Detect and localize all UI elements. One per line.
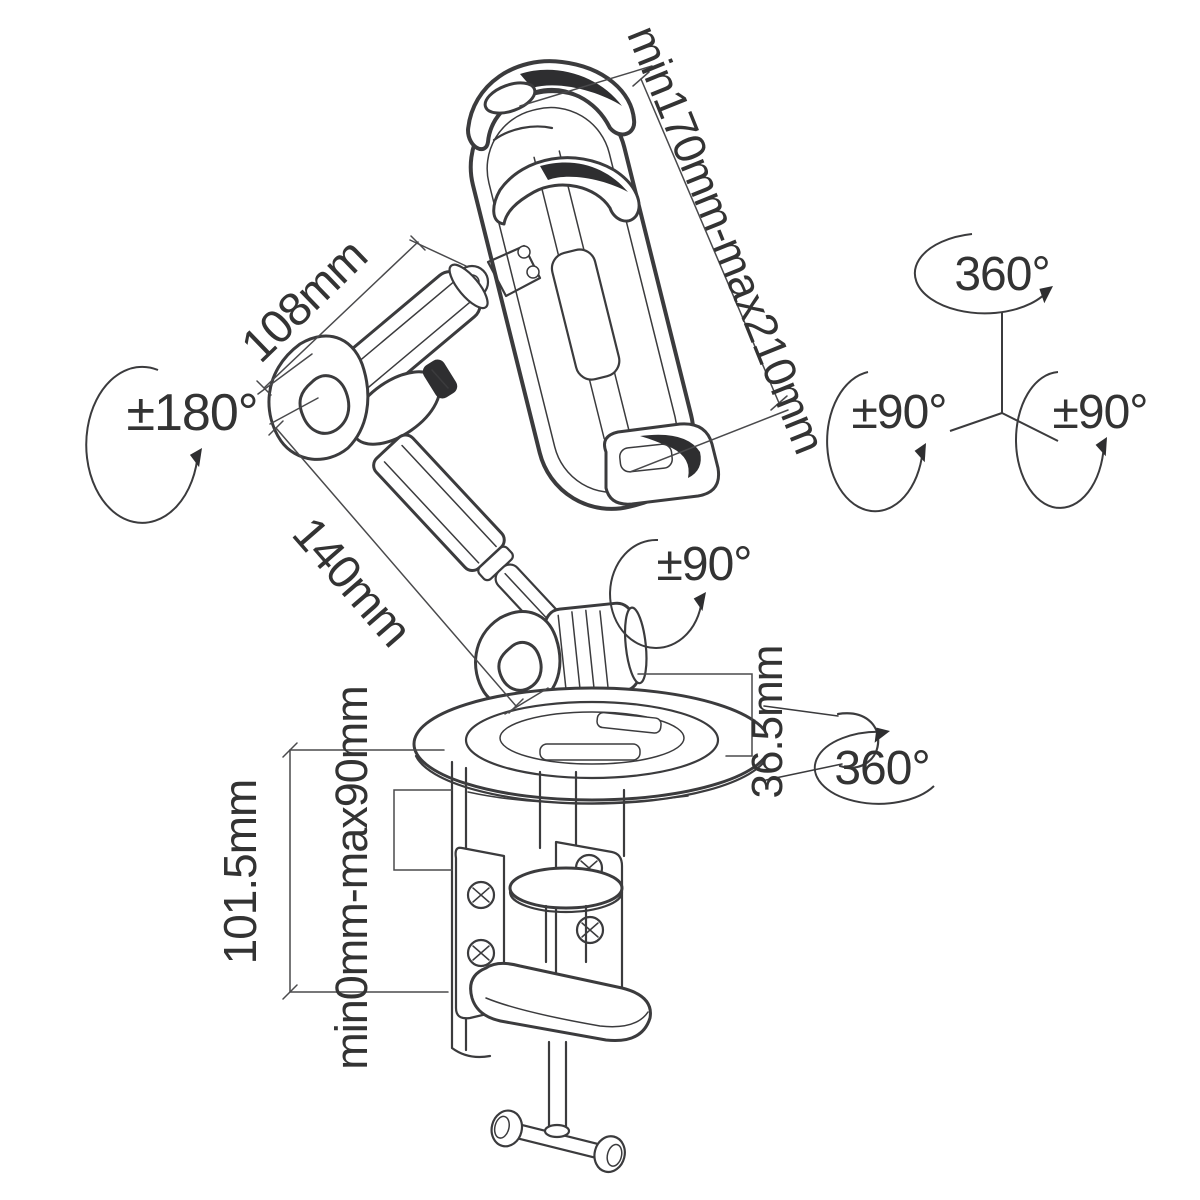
holder-bottom-hook — [603, 422, 721, 506]
label-clamp-opening-range: min0mm-max90mm — [326, 686, 377, 1070]
label-lower-arm-length: 140mm — [283, 507, 423, 656]
label-axis-top-rotation: 360° — [954, 248, 1049, 301]
clamp-foot — [469, 961, 652, 1043]
holder-top-claw — [466, 59, 641, 226]
clamp-pad — [508, 866, 624, 964]
dimension-lines — [256, 65, 789, 1000]
clamp-body — [450, 760, 689, 1174]
rotation-axis-glyph — [826, 233, 1107, 513]
desk-plate — [412, 686, 880, 805]
label-base-rotation: 360° — [834, 742, 929, 795]
rotation-annotations — [85, 233, 1107, 805]
label-plate-height: 36.5mm — [743, 646, 792, 799]
label-elbow-rotation: ±180° — [126, 384, 257, 442]
lower-arm — [372, 433, 563, 634]
label-clamp-body-height: 101.5mm — [214, 780, 266, 965]
label-joint-rotation: ±90° — [657, 538, 752, 591]
label-axis-right-rotation: ±90° — [1053, 386, 1148, 439]
tablet-holder — [454, 59, 721, 511]
label-axis-left-rotation: ±90° — [852, 386, 947, 439]
screw-handle — [490, 1040, 626, 1174]
